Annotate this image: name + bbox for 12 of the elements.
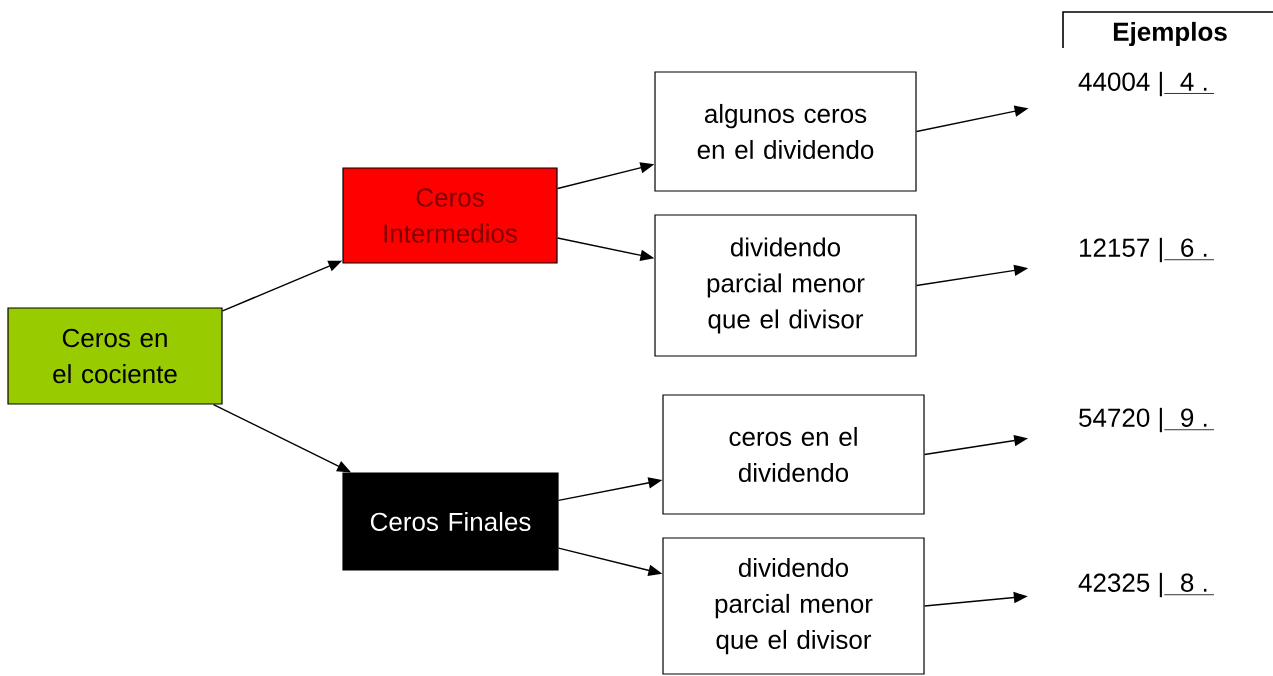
description-box: ceros en el dividendo: [662, 394, 925, 515]
description-box: algunos ceros en el dividendo: [654, 71, 917, 192]
example-division: 44004 | 4 .: [1078, 71, 1215, 97]
column-heading: Ejemplos: [1113, 21, 1227, 47]
root-box: Ceros en el cociente: [7, 307, 223, 405]
category-box: Ceros Intermedios: [342, 167, 558, 264]
example-division: 42325 | 8 .: [1078, 572, 1215, 598]
example-division: 12157 | 6 .: [1080, 237, 1215, 263]
example-division: 54720 | 9 .: [1079, 407, 1215, 433]
description-box: dividendo parcial menor que el divisor: [654, 214, 917, 357]
description-box: dividendo parcial menor que el divisor: [662, 537, 925, 675]
category-box: Ceros Finales: [342, 472, 559, 571]
